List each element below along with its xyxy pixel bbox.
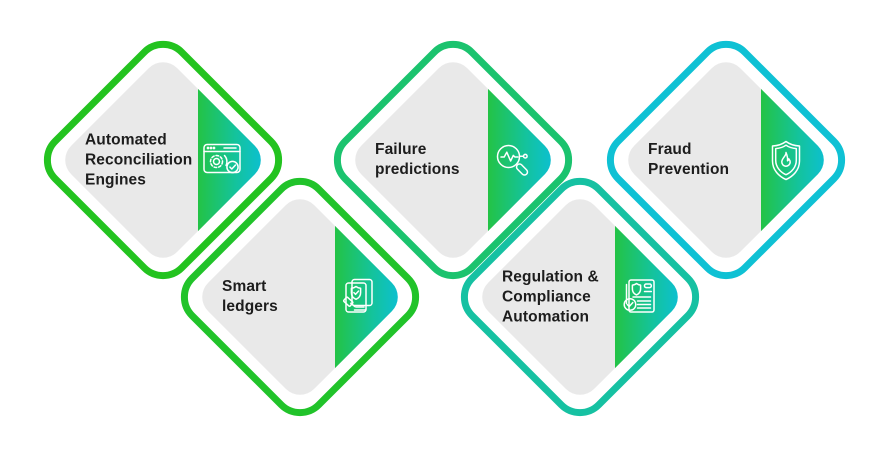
compliance-document-icon bbox=[616, 273, 664, 321]
feature-label: Failure predictions bbox=[375, 141, 460, 178]
feature-diamond-automated-reconciliation: Automated Reconciliation Engines bbox=[28, 25, 298, 295]
feature-diamond-smart-ledgers: Smart ledgers bbox=[165, 162, 435, 432]
ledger-shield-gavel-icon bbox=[336, 273, 384, 321]
feature-label: Automated Reconciliation Engines bbox=[85, 131, 193, 188]
browser-gear-check-icon bbox=[199, 136, 247, 184]
feature-diamond-fraud-prevention: Fraud Prevention bbox=[591, 25, 861, 295]
feature-label: Smart ledgers bbox=[222, 278, 278, 315]
shield-flame-icon bbox=[762, 136, 810, 184]
feature-label: Fraud Prevention bbox=[648, 141, 730, 178]
feature-diamond-failure-predictions: Failure predictions bbox=[318, 25, 588, 295]
feature-diamond-regulation-compliance: Regulation & Compliance Automation bbox=[445, 162, 715, 432]
feature-label: Regulation & Compliance Automation bbox=[502, 268, 599, 325]
magnifier-pulse-icon bbox=[489, 136, 537, 184]
